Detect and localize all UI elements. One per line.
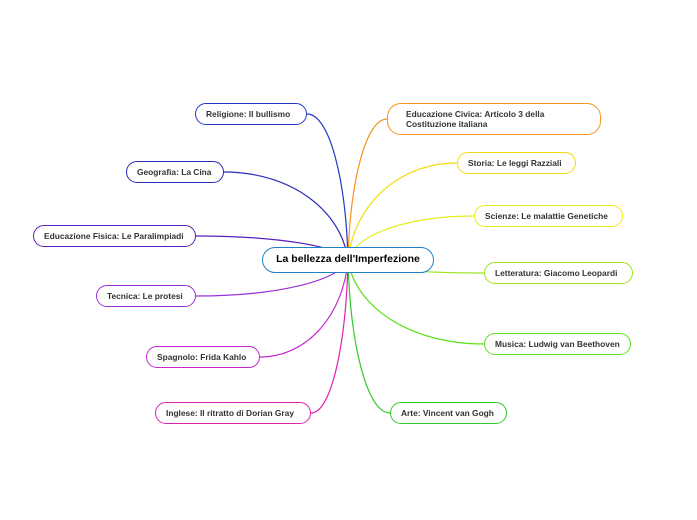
connector-inglese (310, 259, 349, 414)
connector-geografia (223, 171, 349, 261)
topic-label: Spagnolo: Frida Kahlo (157, 351, 247, 362)
topic-label: Scienze: Le malattie Genetiche (485, 210, 608, 221)
topic-label: Geografia: La Cina (137, 166, 212, 177)
topic-label: Inglese: Il ritratto di Dorian Gray (166, 407, 294, 418)
topic-label: Storia: Le leggi Razziali (468, 157, 562, 168)
central-topic-label: La bellezza dell'Imperfezione (276, 253, 420, 266)
topic-musica[interactable]: Musica: Ludwig van Beethoven (484, 333, 631, 355)
topic-label: Educazione Civica: Articolo 3 della Cost… (406, 108, 545, 130)
topic-geografia[interactable]: Geografia: La Cina (126, 161, 224, 183)
central-topic[interactable]: La bellezza dell'Imperfezione (262, 247, 434, 273)
topic-tecnica[interactable]: Tecnica: Le protesi (96, 285, 196, 307)
topic-label: Arte: Vincent van Gogh (401, 407, 494, 418)
connector-religione (306, 113, 349, 261)
topic-arte[interactable]: Arte: Vincent van Gogh (390, 402, 507, 424)
topic-religione[interactable]: Religione: Il bullismo (195, 103, 307, 125)
connector-spagnolo (259, 259, 349, 358)
topic-educazione-civica[interactable]: Educazione Civica: Articolo 3 della Cost… (387, 103, 601, 135)
topic-label: Letteratura: Giacomo Leopardi (495, 267, 618, 278)
topic-storia[interactable]: Storia: Le leggi Razziali (457, 152, 576, 174)
topic-label: Tecnica: Le protesi (107, 290, 183, 301)
connector-storia (347, 162, 458, 261)
topic-inglese[interactable]: Inglese: Il ritratto di Dorian Gray (155, 402, 311, 424)
topic-label: Religione: Il bullismo (206, 108, 291, 119)
topic-label: Musica: Ludwig van Beethoven (495, 338, 620, 349)
topic-letteratura[interactable]: Letteratura: Giacomo Leopardi (484, 262, 633, 284)
connector-ed-civica (347, 118, 388, 261)
connector-musica (347, 259, 485, 345)
topic-spagnolo[interactable]: Spagnolo: Frida Kahlo (146, 346, 260, 368)
topic-educazione-fisica[interactable]: Educazione Fisica: Le Paralimpiadi (33, 225, 196, 247)
connector-arte (347, 259, 391, 414)
topic-label: Educazione Fisica: Le Paralimpiadi (44, 230, 184, 241)
topic-scienze[interactable]: Scienze: Le malattie Genetiche (474, 205, 623, 227)
